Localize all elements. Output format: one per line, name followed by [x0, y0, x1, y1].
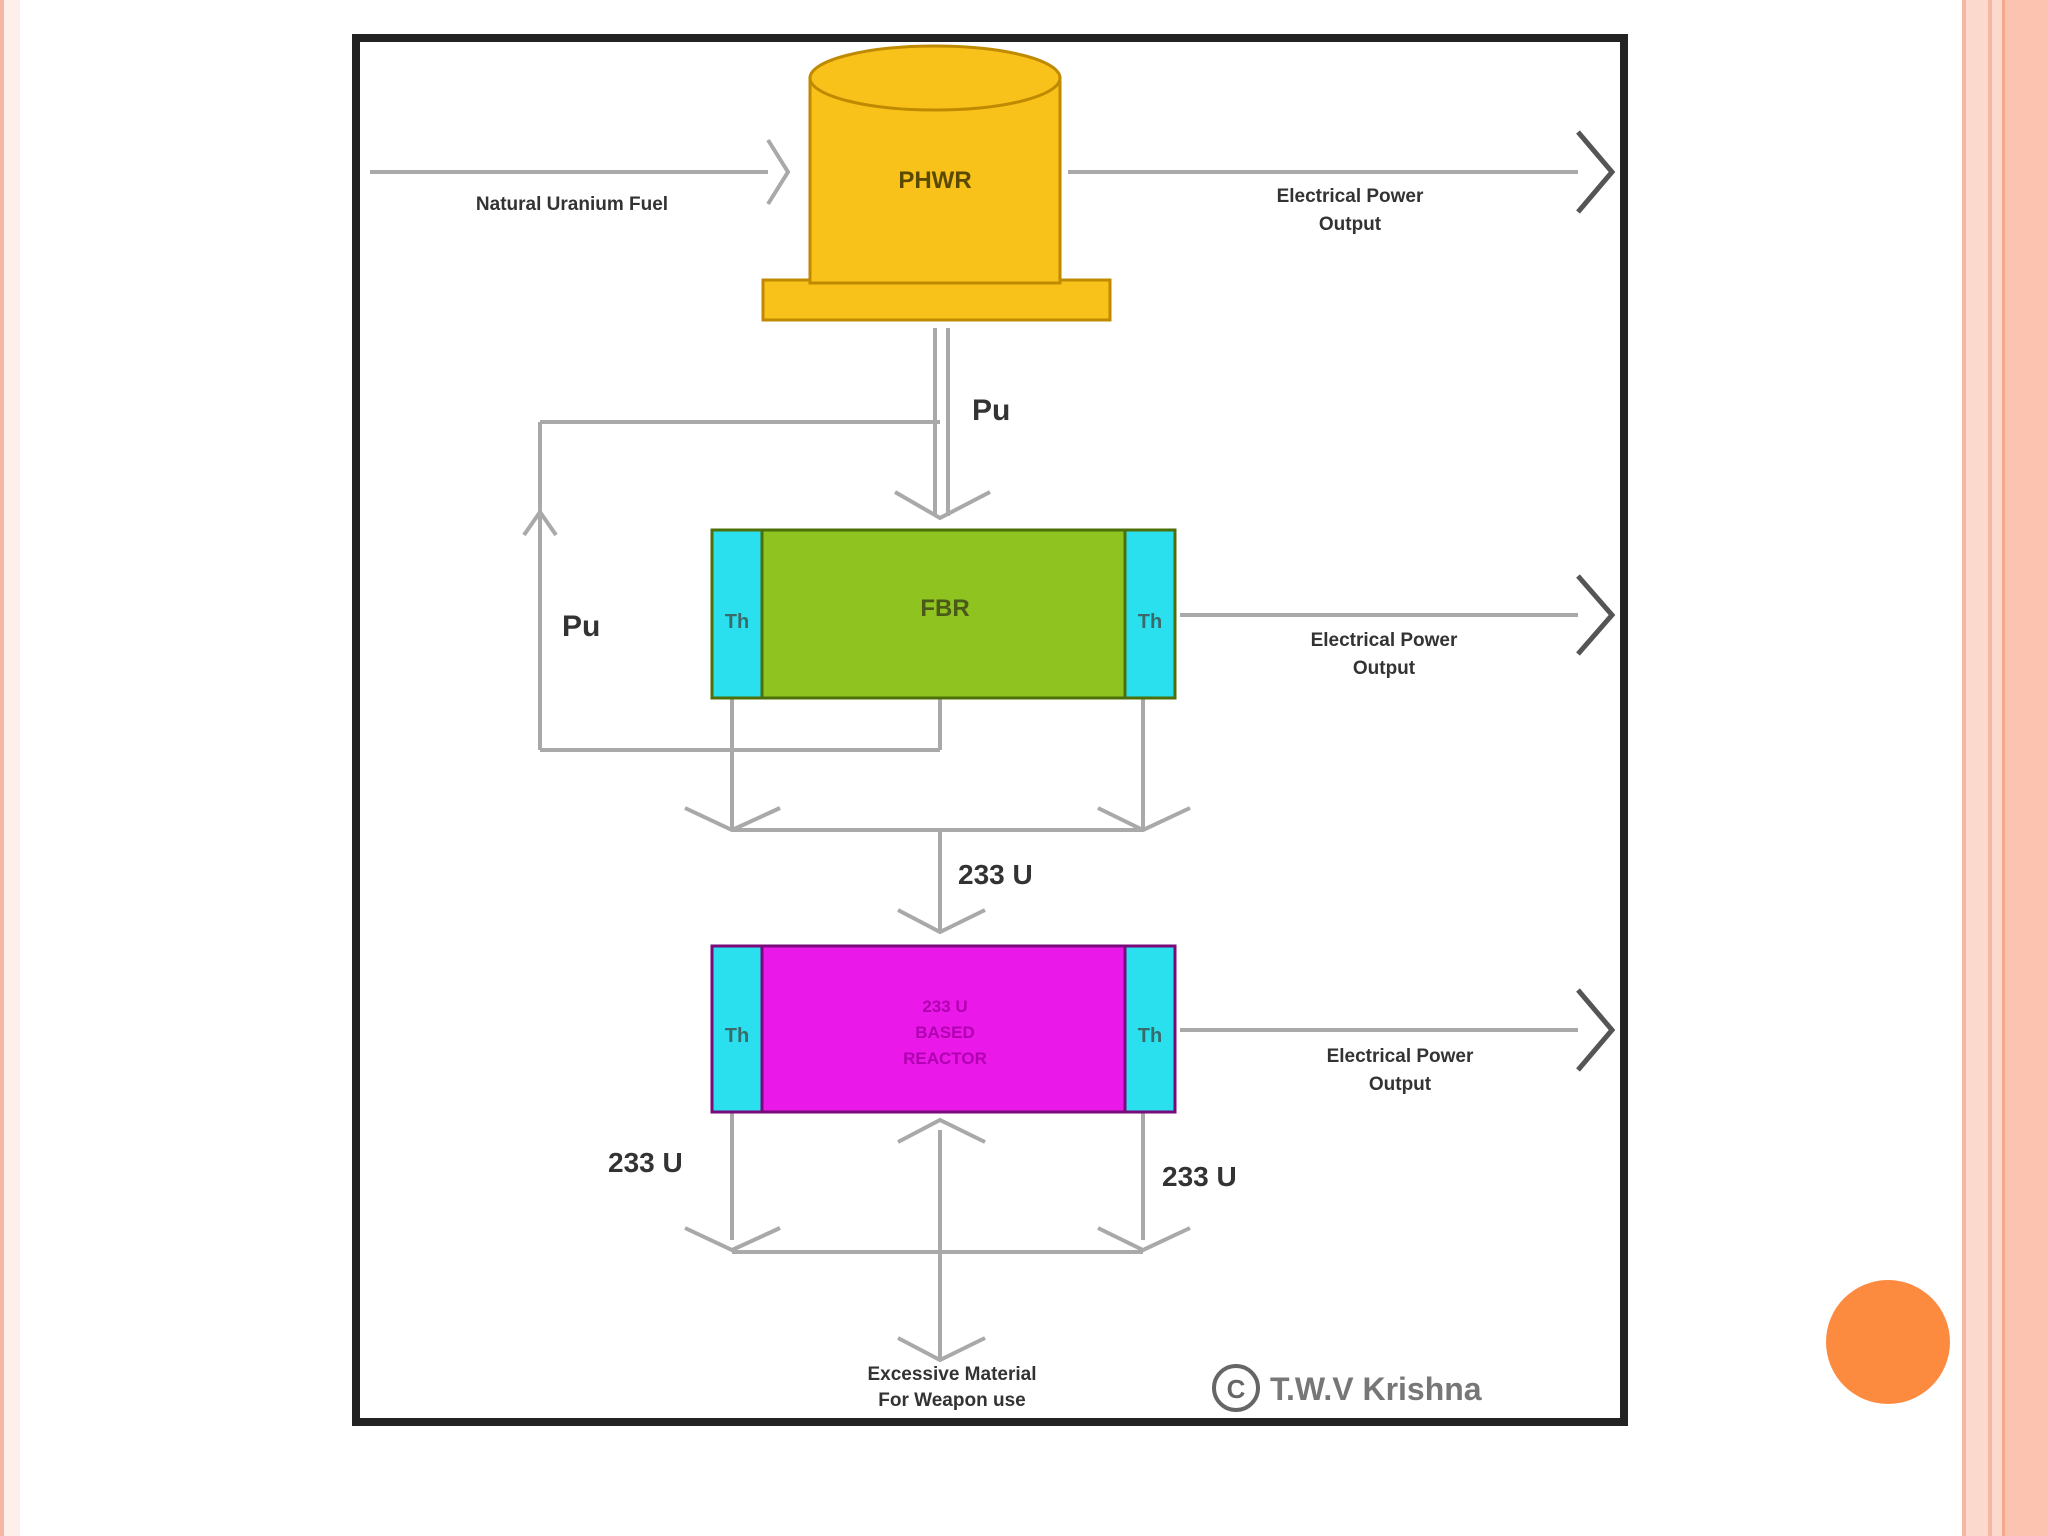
right-border-stripe	[1988, 0, 1992, 1536]
phwr-output-label-1: Electrical Power	[1277, 186, 1424, 207]
right-border-band	[2002, 0, 2048, 1536]
pu-label-loop: Pu	[562, 610, 600, 643]
copyright-c: C	[1227, 1374, 1246, 1404]
flow-lines	[370, 170, 1580, 1360]
arrowheads	[522, 130, 1616, 1363]
u233-label-right: 233 U	[1162, 1161, 1237, 1192]
diagram-svg: PHWR FBR Th Th 233 U BASED REACTOR Th Th	[352, 34, 1628, 1426]
fbr-label: FBR	[920, 595, 969, 622]
copyright-label: T.W.V Krishna	[1270, 1371, 1482, 1407]
copyright-icon	[1212, 1364, 1260, 1412]
right-border-decoration	[1962, 0, 2048, 1536]
third-reactor-line-1: 233 U	[922, 997, 967, 1016]
third-reactor-line-2: BASED	[915, 1023, 975, 1042]
left-border-decoration	[0, 0, 20, 1536]
phwr-label: PHWR	[898, 167, 971, 194]
weapon-label-1: Excessive Material	[867, 1364, 1036, 1385]
weapon-label-2: For Weapon use	[878, 1390, 1025, 1411]
fbr-thorium-left: Th	[725, 611, 749, 633]
third-reactor-line-3: REACTOR	[903, 1049, 987, 1068]
reactor-flow-diagram: PHWR FBR Th Th 233 U BASED REACTOR Th Th	[340, 30, 1640, 1430]
fbr-reactor	[710, 528, 1177, 700]
phwr-output-label-2: Output	[1319, 214, 1382, 235]
u233-reactor	[710, 944, 1177, 1114]
pu-label-top: Pu	[972, 394, 1010, 427]
phwr-reactor	[761, 44, 1112, 322]
fbr-output-label-1: Electrical Power	[1311, 630, 1458, 651]
u233-label-center: 233 U	[958, 859, 1033, 890]
fuel-input-label: Natural Uranium Fuel	[476, 194, 668, 215]
accent-circle	[1826, 1280, 1950, 1404]
fbr-output-label-2: Output	[1353, 658, 1416, 679]
third-thorium-left: Th	[725, 1025, 749, 1047]
fbr-thorium-right: Th	[1138, 611, 1162, 633]
third-output-label-1: Electrical Power	[1327, 1046, 1474, 1067]
third-output-label-2: Output	[1369, 1074, 1432, 1095]
u233-label-left: 233 U	[608, 1147, 683, 1178]
third-thorium-right: Th	[1138, 1025, 1162, 1047]
